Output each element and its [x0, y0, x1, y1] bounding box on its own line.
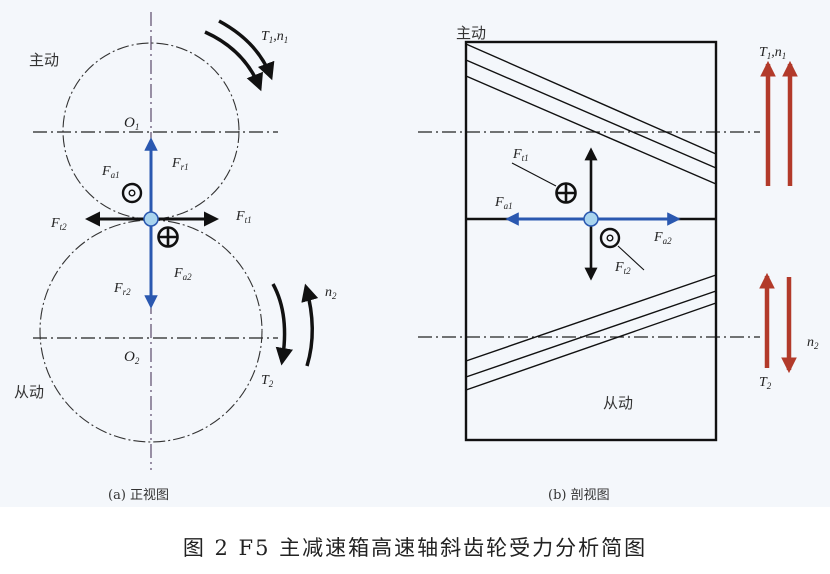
speed1-rotation-arrow — [218, 19, 275, 81]
ft2-label: Ft2 — [614, 260, 631, 276]
n2-label: n2 — [325, 285, 337, 301]
ft2-leader-line — [617, 245, 645, 271]
ft2-label: Ft2 — [50, 216, 67, 232]
out-of-page-icon — [121, 182, 143, 204]
ft1-leader-line — [511, 162, 557, 187]
t1-n1-label: T1,n1 — [261, 29, 288, 45]
fr2-label: Fr2 — [113, 281, 131, 297]
lower-helix-line — [465, 290, 717, 378]
out-of-page-icon — [599, 227, 621, 249]
upper-helix-line — [465, 75, 717, 185]
upper-helix-line — [465, 59, 717, 169]
n2-label: n2 — [807, 335, 819, 351]
torque1-rotation-arrow — [204, 30, 263, 92]
fr1-label: Fr1 — [171, 156, 189, 172]
t1-n1-label: T1,n1 — [759, 45, 786, 61]
contact-point — [583, 211, 599, 227]
driving-gear-label: 主动 — [456, 24, 486, 42]
fa1-label: Fa1 — [494, 195, 513, 211]
center-o2-label: O2 — [124, 349, 140, 366]
center-o1-label: O1 — [124, 115, 139, 132]
driven-gear-label: 从动 — [14, 383, 44, 401]
fa2-label: Fa2 — [173, 266, 192, 282]
figure-background — [0, 0, 830, 507]
section-view: 主动 从动 T1,n1 n2 T2 Ft1 Fa1 Fa2 Ft2 — [418, 24, 819, 442]
gear-section-box — [464, 40, 718, 442]
lower-helix-line — [465, 274, 717, 362]
into-page-icon — [555, 182, 577, 204]
figure-caption: 图 2 F5 主减速箱高速轴斜齿轮受力分析简图 — [182, 536, 648, 560]
driving-gear-label: 主动 — [29, 51, 59, 69]
t2-label: T2 — [261, 373, 274, 389]
contact-point — [143, 211, 159, 227]
speed2-rotation-arrow — [301, 283, 319, 367]
ft1-label: Ft1 — [512, 147, 529, 163]
torque2-rotation-arrow — [271, 283, 293, 366]
lower-helix-line — [465, 302, 717, 391]
driven-gear-label: 从动 — [603, 394, 633, 412]
front-view-caption: (a) 正视图 — [108, 488, 170, 503]
ft1-label: Ft1 — [235, 209, 252, 225]
into-page-icon — [157, 226, 179, 248]
front-view: 主动 从动 O1 O2 T1,n1 n2 T2 Fr1 Fa1 Ft1 Ft2 … — [14, 12, 337, 470]
section-view-caption: (b) 剖视图 — [548, 488, 610, 503]
fa2-label: Fa2 — [653, 230, 672, 246]
fa1-label: Fa1 — [101, 164, 120, 180]
t2-label: T2 — [759, 375, 772, 391]
driving-gear-pitch-circle — [62, 42, 240, 220]
upper-helix-line — [465, 43, 717, 155]
